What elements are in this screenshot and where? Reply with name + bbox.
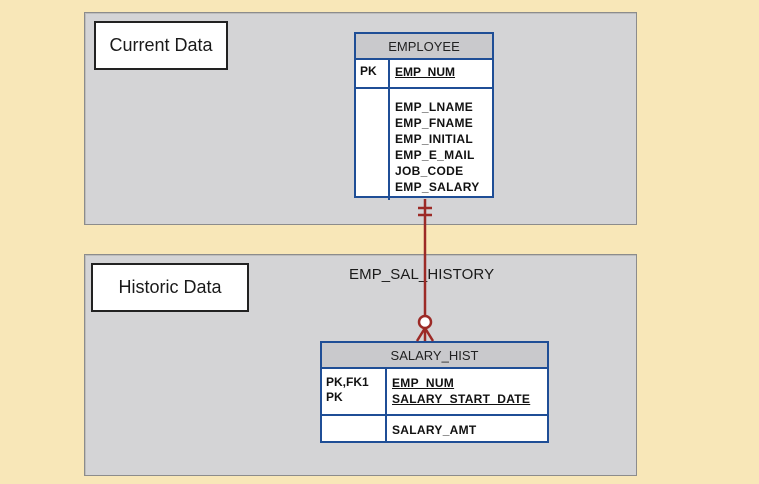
salary-hist-pk-attr: SALARY_START_DATE [392,392,531,406]
salary-hist-key-labels: PK,FK1 PK [322,369,387,414]
employee-attr: EMP_LNAME [395,100,474,114]
relationship-name: EMP_SAL_HISTORY [349,266,495,283]
employee-attr: JOB_CODE [395,164,464,178]
employee-key-label: PK [356,60,390,87]
current-data-label-text: Current Data [109,35,213,55]
entity-employee-pk-row: PK EMP_NUM [356,60,492,89]
salary-hist-attrs: SALARY_AMT [387,416,477,443]
employee-attr: EMP_FNAME [395,116,474,130]
salary-hist-attrs-key-col [322,416,387,443]
entity-salary-hist-title: SALARY_HIST [322,343,547,369]
salary-hist-pk-attr: EMP_NUM [392,376,455,390]
current-data-label: Current Data [94,21,228,70]
entity-salary-hist-pk-row: PK,FK1 PK EMP_NUM SALARY_START_DATE [322,369,547,416]
entity-salary-hist[interactable]: SALARY_HIST PK,FK1 PK EMP_NUM SALARY_STA… [320,341,549,443]
entity-salary-hist-attrs-row: SALARY_AMT [322,416,547,443]
historic-data-label: Historic Data [91,263,249,312]
employee-attr: EMP_INITIAL [395,132,473,146]
employee-pk-attr-text: EMP_NUM [395,65,456,79]
employee-attr: EMP_SALARY [395,180,480,194]
entity-employee[interactable]: EMPLOYEE PK EMP_NUM EMP_LNAME EMP_FNAME … [354,32,494,200]
entity-employee-attrs-row: EMP_LNAME EMP_FNAME EMP_INITIAL EMP_E_MA… [356,89,492,200]
salary-hist-pk-attrs: EMP_NUM SALARY_START_DATE [387,369,530,414]
zero-circle-icon [417,314,433,330]
salary-hist-attr: SALARY_AMT [392,423,477,437]
historic-data-label-text: Historic Data [118,277,222,297]
employee-attrs: EMP_LNAME EMP_FNAME EMP_INITIAL EMP_E_MA… [390,89,480,200]
crows-foot-icon [423,327,435,342]
entity-employee-title: EMPLOYEE [356,34,492,60]
crows-foot-icon [415,327,427,342]
employee-attrs-key-col [356,89,390,200]
employee-attr: EMP_E_MAIL [395,148,475,162]
employee-pk-attr: EMP_NUM [390,60,455,87]
